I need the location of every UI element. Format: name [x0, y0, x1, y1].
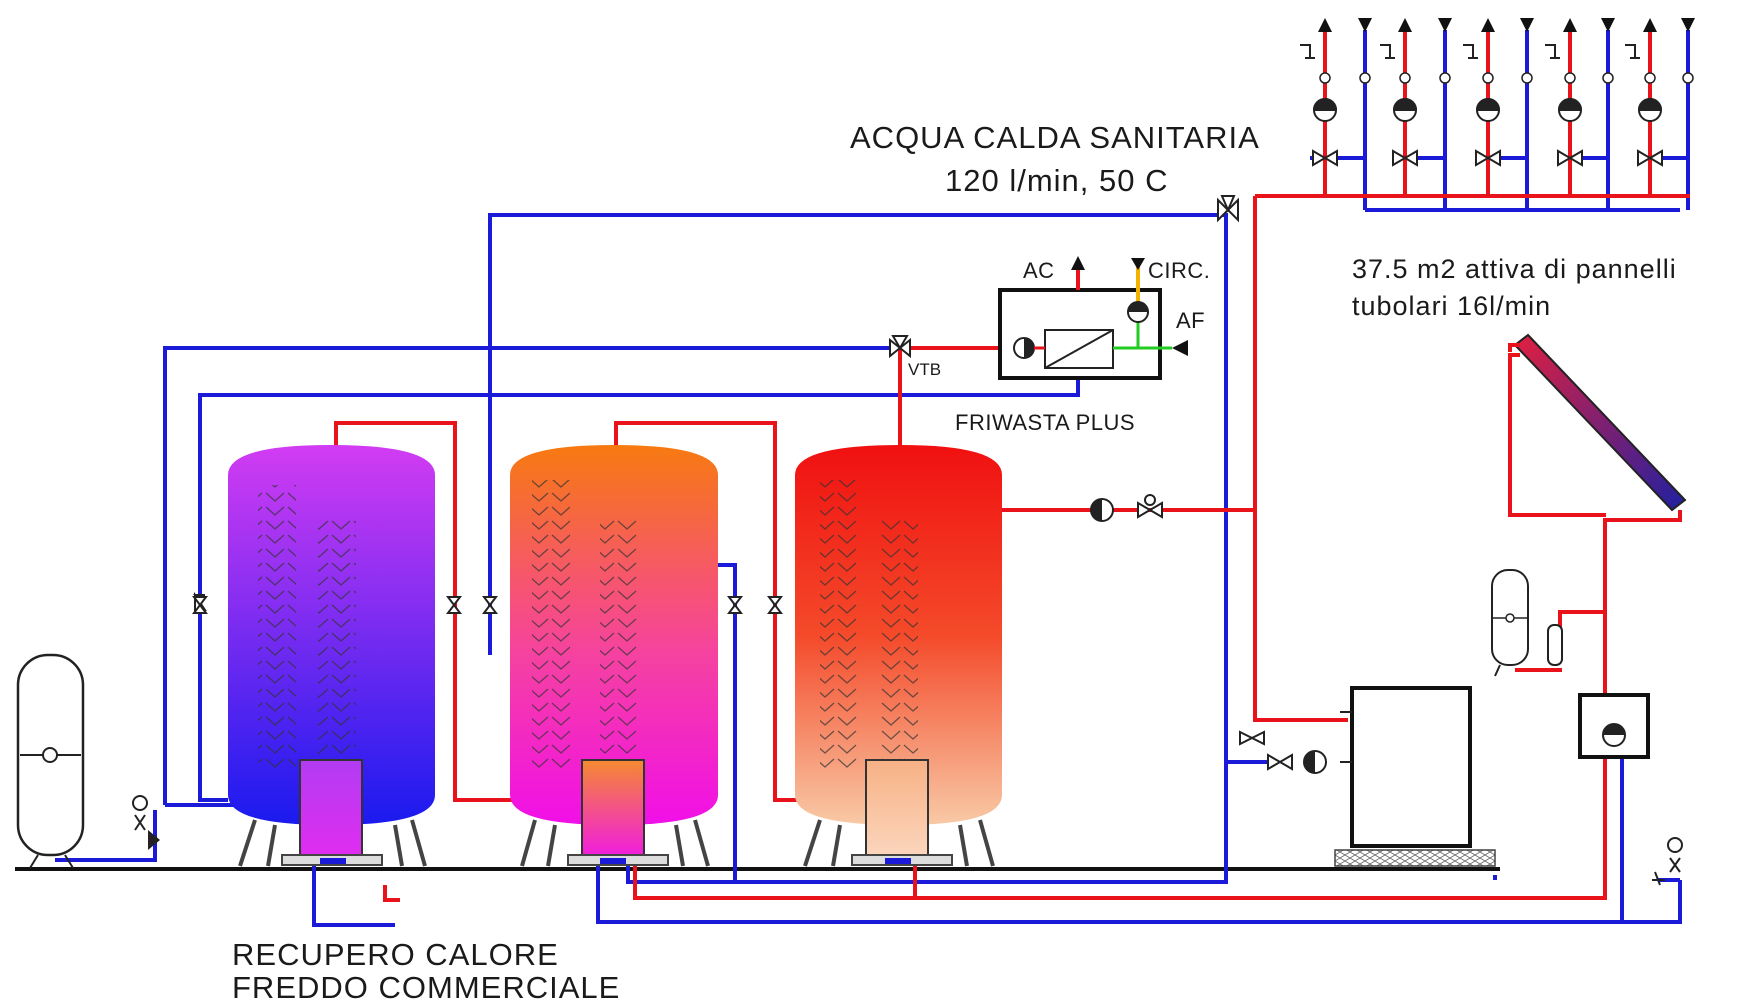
- friwasta-plus-unit: [998, 256, 1188, 380]
- isolation-valves: [192, 591, 783, 614]
- solar-collector-panel: [1508, 333, 1687, 512]
- af-label: AF: [1176, 308, 1206, 333]
- friwasta-label: FRIWASTA PLUS: [955, 410, 1136, 435]
- drain-valve-right: [1652, 837, 1683, 886]
- acs-flow-label: 120 l/min, 50 C: [945, 163, 1169, 198]
- solar-pump-station: [1578, 693, 1650, 759]
- panels-label-line1: 37.5 m2 attiva di pannelli: [1352, 254, 1677, 284]
- recupero-label-line1: RECUPERO CALORE: [232, 937, 559, 972]
- heat-generator-unit: [1239, 686, 1496, 867]
- heat-exchanger-box-2: [581, 759, 645, 861]
- mixing-valve-top: [1217, 195, 1239, 223]
- cold-pipes: [55, 30, 1690, 927]
- storage-tank-2: [510, 445, 718, 867]
- heat-exchanger-box-3: [865, 759, 929, 861]
- ac-label: AC: [1023, 258, 1055, 283]
- vtb-label: VTB: [908, 360, 942, 379]
- consumer-columns: [1300, 18, 1695, 167]
- circ-label: CIRC.: [1148, 258, 1211, 283]
- circulation-pump-tank3: [1090, 494, 1163, 522]
- expansion-vessel-right: [1491, 569, 1563, 677]
- vtb-valve: [889, 335, 911, 359]
- recupero-label-line2: FREDDO COMMERCIALE: [232, 970, 621, 1005]
- heat-exchanger-box-1: [299, 759, 363, 861]
- storage-tank-3: [795, 445, 1002, 867]
- panels-label-line2: tubolari 16l/min: [1352, 291, 1552, 321]
- expansion-vessel-left: [16, 653, 160, 869]
- acs-title-label: ACQUA CALDA SANITARIA: [850, 120, 1260, 155]
- storage-tank-1: [228, 445, 435, 867]
